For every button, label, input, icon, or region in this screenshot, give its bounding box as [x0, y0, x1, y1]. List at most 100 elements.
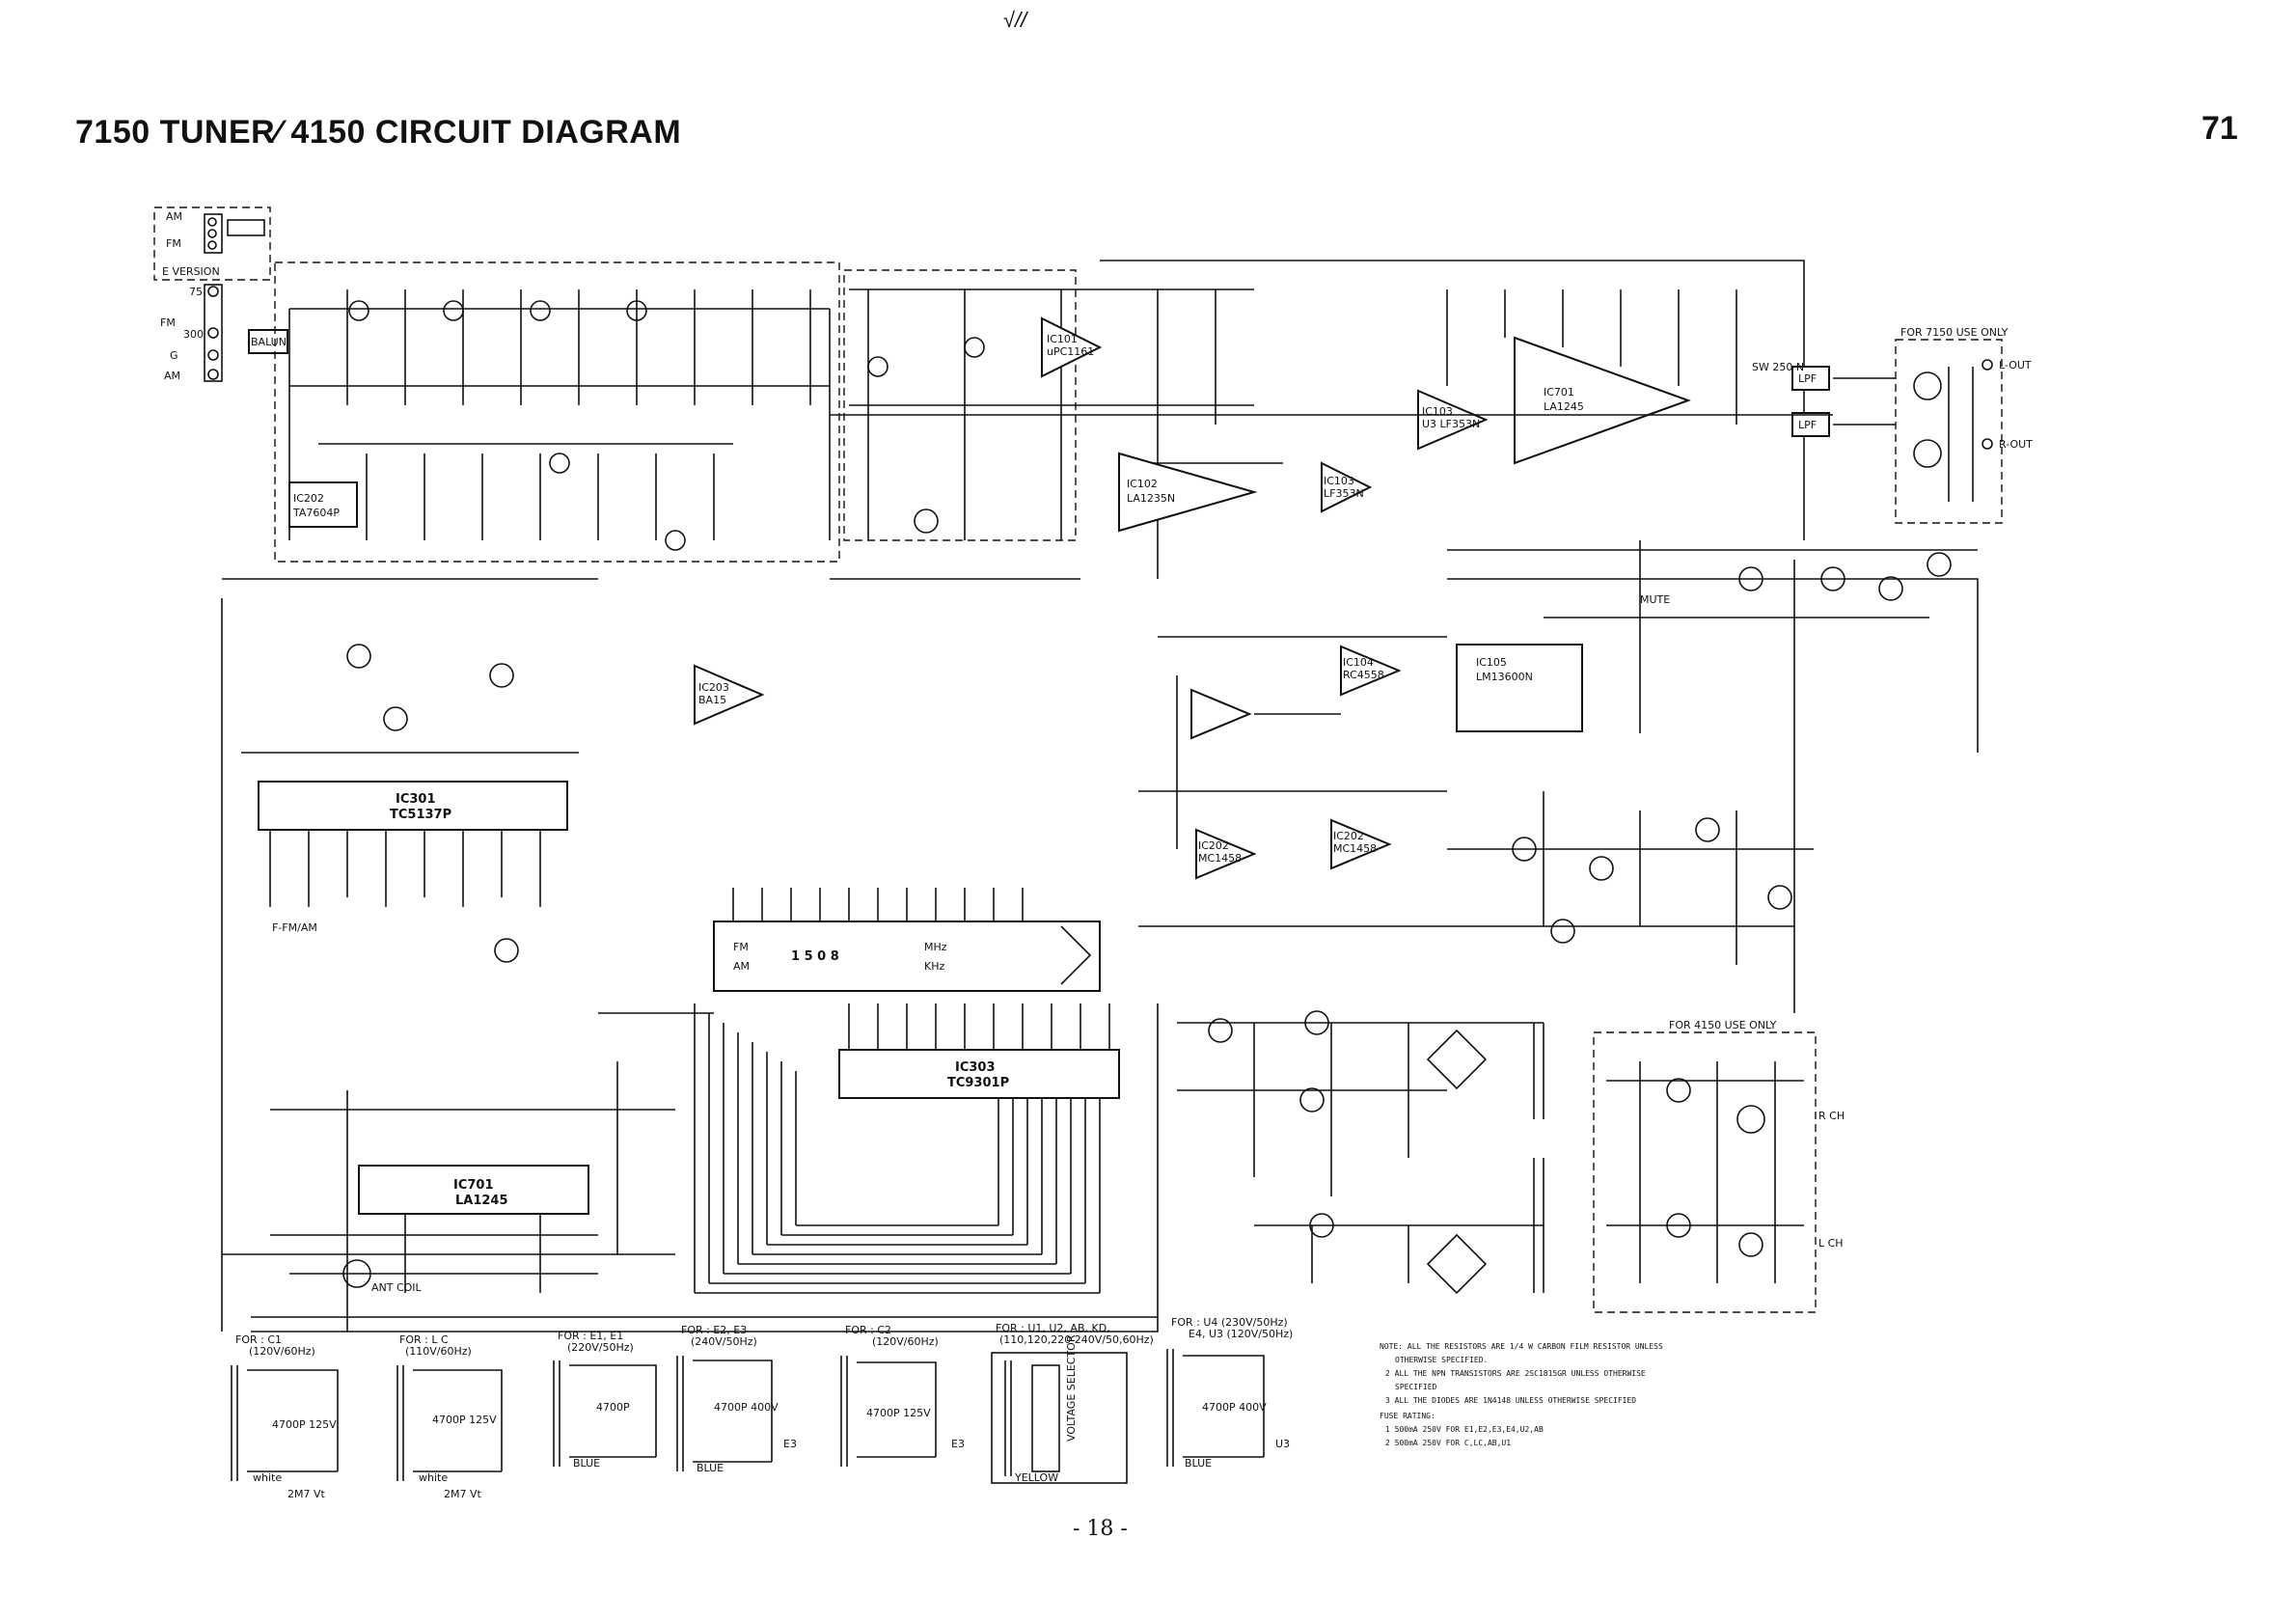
am-terminal-label: AM [166, 210, 182, 223]
e-version-label: E VERSION [162, 265, 220, 278]
ic202b-label: IC202 [1333, 830, 1364, 842]
t2-sub: (110V/60Hz) [405, 1345, 472, 1358]
t7-note: 4700P 400V [1202, 1401, 1267, 1414]
antenna-connector-block: AM FM E VERSION 75 FM 300 G AM BALUN [153, 206, 288, 382]
t7-wire: BLUE [1185, 1457, 1212, 1470]
t4-title: FOR : E2, E3 [681, 1324, 747, 1336]
ic103b-part: LF353N [1324, 487, 1364, 500]
frequency-display: FM AM 1 5 0 8 MHz KHz [713, 888, 1101, 992]
ic701-label: IC701 [453, 1178, 494, 1193]
note-line-5: 3 ALL THE DIODES ARE 1N4148 UNLESS OTHER… [1385, 1396, 1636, 1405]
r-out-label: R-OUT [1999, 438, 2033, 451]
t2-wire: white [419, 1471, 448, 1484]
fm-terminal-label: FM [166, 237, 181, 250]
t1-code: 2M7 Vt [287, 1488, 326, 1500]
ic101-label: IC101 [1047, 333, 1078, 345]
t4-wire: BLUE [697, 1462, 724, 1474]
ic103-part: U3 LF353N [1422, 418, 1480, 430]
t5-code: E3 [951, 1438, 965, 1450]
t2-code: 2M7 Vt [444, 1488, 482, 1500]
ic104-label: IC104 [1343, 656, 1374, 669]
ic102-part: LA1235N [1127, 492, 1175, 505]
ic102-label: IC102 [1127, 478, 1158, 490]
balun-label: BALUN [251, 336, 287, 348]
ic202a-part: MC1458 [1198, 852, 1242, 865]
fm-front-end-section: IC202 TA7604P [274, 261, 840, 563]
ic203-label: IC203 [698, 681, 729, 694]
transformer-lc: FOR : L C (110V/60Hz) 4700P 125V white 2… [396, 1333, 503, 1500]
t5-title: FOR : C2 [845, 1324, 891, 1336]
page-title: 7150 TUNER∕ 4150 CIRCUIT DIAGRAM [75, 114, 682, 151]
note-line-1: NOTE: ALL THE RESISTORS ARE 1/4 W CARBON… [1380, 1342, 1663, 1351]
transformer-e2: FOR : E2, E3 (240V/50Hz) 4700P 400V BLUE… [676, 1324, 797, 1474]
t2-note: 4700P 125V [432, 1414, 497, 1426]
ic104-part: RC4558 [1343, 669, 1384, 681]
interconnect-wires [222, 414, 1833, 1255]
t4-note: 4700P 400V [714, 1401, 779, 1414]
ic301-label: IC301 [396, 792, 436, 807]
t1-sub: (120V/60Hz) [249, 1345, 315, 1358]
t3-note: 4700P [596, 1401, 630, 1414]
ic303-label: IC303 [955, 1060, 996, 1075]
t6-sub: (110,120,220 240V/50,60Hz) [999, 1333, 1154, 1346]
page-footer: - 18 - [1073, 1517, 1128, 1541]
ic202b-part: MC1458 [1333, 842, 1377, 855]
fm-ant-label: FM [160, 316, 176, 329]
controller-section: IC303 TC9301P [251, 1003, 1159, 1333]
t5-sub: (120V/60Hz) [872, 1335, 939, 1348]
pll-section: IC301 TC5137P F-FM/AM [221, 578, 598, 1332]
note-line-3: 2 ALL THE NPN TRANSISTORS ARE 2SC1815GR … [1385, 1369, 1646, 1378]
note-line-4: SPECIFIED [1395, 1383, 1437, 1391]
ic202-label: IC202 [293, 492, 324, 505]
ic202a-label: IC202 [1198, 839, 1229, 852]
ic103-label: IC103 [1422, 405, 1453, 418]
power-switch-label: SW 250 N [1752, 361, 1804, 373]
t4-code: E3 [783, 1438, 797, 1450]
note-line-2: OTHERWISE SPECIFIED. [1395, 1356, 1488, 1364]
l-ch-label: L CH [1818, 1237, 1844, 1250]
ic103b-label: IC103 [1324, 475, 1354, 487]
fm-300-label: 300 [183, 328, 204, 341]
t1-wire: white [253, 1471, 282, 1484]
t2-title: FOR : L C [399, 1333, 449, 1346]
t4-sub: (240V/50Hz) [691, 1335, 757, 1348]
am-tuner-section: IC701 LA1245 ANT COIL [270, 1061, 675, 1332]
for-7150-label: FOR 7150 USE ONLY [1900, 326, 2009, 339]
t3-title: FOR : E1, E1 [558, 1330, 623, 1342]
display-mhz: MHz [924, 941, 947, 953]
note-line-8: 2 500mA 250V FOR C,LC,AB,U1 [1385, 1439, 1511, 1447]
ic203-part: BA15 [698, 694, 726, 706]
t7-title: FOR : U4 (230V/50Hz) [1171, 1316, 1288, 1329]
l-out-label: L-OUT [1999, 359, 2032, 371]
note-line-7: 1 500mA 250V FOR E1,E2,E3,E4,U2,AB [1385, 1425, 1544, 1434]
schematic-notes: NOTE: ALL THE RESISTORS ARE 1/4 W CARBON… [1380, 1342, 1663, 1447]
ant-coil-label: ANT COIL [371, 1281, 423, 1294]
ic701-part: LA1245 [455, 1194, 508, 1208]
transformer-u4: FOR : U4 (230V/50Hz) E4, U3 (120V/50Hz) … [1166, 1316, 1293, 1470]
ic105-part: LM13600N [1476, 671, 1533, 683]
t3-wire: BLUE [573, 1457, 600, 1470]
ic201-label: IC701 [1544, 386, 1574, 398]
t5-note: 4700P 125V [866, 1407, 931, 1419]
t6-note: VOLTAGE SELECTOR [1065, 1334, 1078, 1442]
ic303-part: TC9301P [947, 1076, 1009, 1090]
t6-wire: YELLOW [1014, 1471, 1058, 1484]
ic101-part: uPC1161 [1047, 345, 1094, 358]
transformer-e1: FOR : E1, E1 (220V/50Hz) 4700P BLUE [553, 1330, 657, 1470]
transformer-c1: FOR : C1 (120V/60Hz) 4700P 125V white 2M… [231, 1333, 339, 1500]
top-handwritten-mark: √// [1003, 8, 1027, 32]
note-line-6: FUSE RATING: [1380, 1412, 1435, 1420]
ant-75-label: 75 [189, 286, 203, 298]
mute-label: MUTE [1640, 593, 1670, 606]
t1-title: FOR : C1 [235, 1333, 282, 1346]
r-ch-label: R CH [1818, 1110, 1845, 1122]
am-ant-label: AM [164, 370, 180, 382]
display-fm: FM [733, 941, 749, 953]
transformer-c2: FOR : C2 (120V/60Hz) 4700P 125V E3 [840, 1324, 965, 1467]
lpf1-label: LPF [1798, 372, 1817, 385]
mpx-decoder-section: IC102 LA1235N IC103 LF353N IC103 U3 LF35… [1100, 260, 1830, 579]
t6-title: FOR : U1, U2, AB, KD, [996, 1322, 1110, 1334]
transformer-u1: FOR : U1, U2, AB, KD, (110,120,220 240V/… [991, 1322, 1154, 1484]
ic201-part: LA1245 [1544, 400, 1584, 413]
